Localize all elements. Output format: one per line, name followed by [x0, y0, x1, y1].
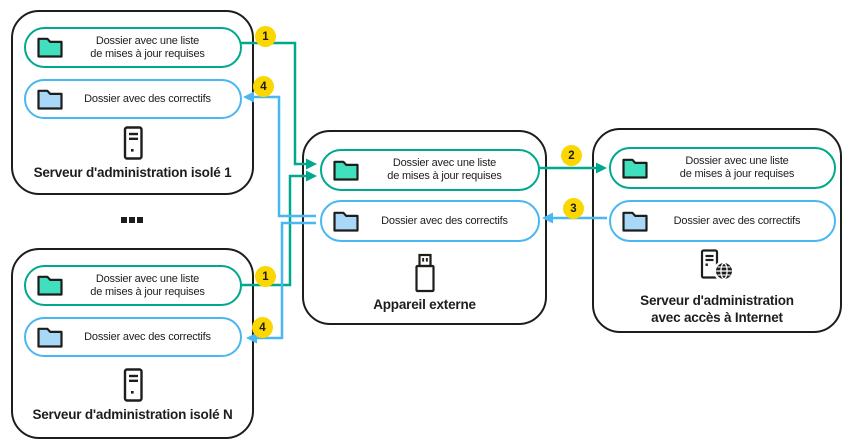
step-badge-1: 1: [255, 26, 276, 47]
pill-patches-label: Dossier avec des correctifs: [84, 330, 211, 343]
step-badge-1: 1: [255, 266, 276, 287]
pill-updates-folder: Dossier avec une liste de mises à jour r…: [24, 265, 242, 306]
node-title: Serveur d'administration avec accès à In…: [640, 293, 794, 325]
node-title: Appareil externe: [373, 297, 476, 312]
step-badge-4: 4: [252, 317, 273, 338]
folder-updates-icon: [333, 160, 359, 181]
pill-updates-folder: Dossier avec une liste de mises à jour r…: [320, 149, 540, 191]
server-globe-icon: [700, 249, 734, 282]
pill-patches-label: Dossier avec des correctifs: [381, 214, 508, 227]
step-badge-3: 3: [563, 198, 584, 219]
server-tower-icon: [121, 368, 145, 402]
folder-updates-icon: [37, 275, 63, 296]
pill-patches-folder: Dossier avec des correctifs: [24, 79, 242, 119]
pill-updates-folder: Dossier avec une liste de mises à jour r…: [609, 147, 836, 189]
pill-updates-label: Dossier avec une liste de mises à jour r…: [90, 272, 205, 298]
pill-patches-folder: Dossier avec des correctifs: [609, 200, 836, 242]
folder-updates-icon: [37, 37, 63, 58]
ellipsis: [121, 217, 143, 223]
node-title: Serveur d'administration isolé N: [32, 407, 233, 422]
node-external-device: Dossier avec une liste de mises à jour r…: [302, 130, 547, 325]
step-badge-4: 4: [253, 76, 274, 97]
pill-patches-folder: Dossier avec des correctifs: [320, 200, 540, 242]
folder-patches-icon: [37, 327, 63, 348]
usb-drive-icon: [411, 253, 439, 293]
step-badge-2: 2: [561, 145, 582, 166]
pill-patches-folder: Dossier avec des correctifs: [24, 317, 242, 357]
pill-patches-label: Dossier avec des correctifs: [673, 214, 801, 227]
folder-patches-icon: [622, 211, 648, 232]
pill-updates-label: Dossier avec une liste de mises à jour r…: [90, 34, 205, 60]
node-title: Serveur d'administration isolé 1: [33, 165, 232, 180]
node-server-isolated-1: Dossier avec une liste de mises à jour r…: [11, 10, 254, 195]
server-tower-icon: [121, 126, 145, 160]
folder-patches-icon: [333, 211, 359, 232]
pill-updates-folder: Dossier avec une liste de mises à jour r…: [24, 27, 242, 68]
folder-patches-icon: [37, 89, 63, 110]
pill-updates-label: Dossier avec une liste de mises à jour r…: [387, 157, 502, 182]
node-server-internet: Dossier avec une liste de mises à jour r…: [592, 128, 842, 333]
folder-updates-icon: [622, 158, 648, 179]
node-server-isolated-n: Dossier avec une liste de mises à jour r…: [11, 248, 254, 439]
pill-patches-label: Dossier avec des correctifs: [84, 92, 211, 105]
pill-updates-label: Dossier avec une liste de mises à jour r…: [679, 155, 795, 180]
